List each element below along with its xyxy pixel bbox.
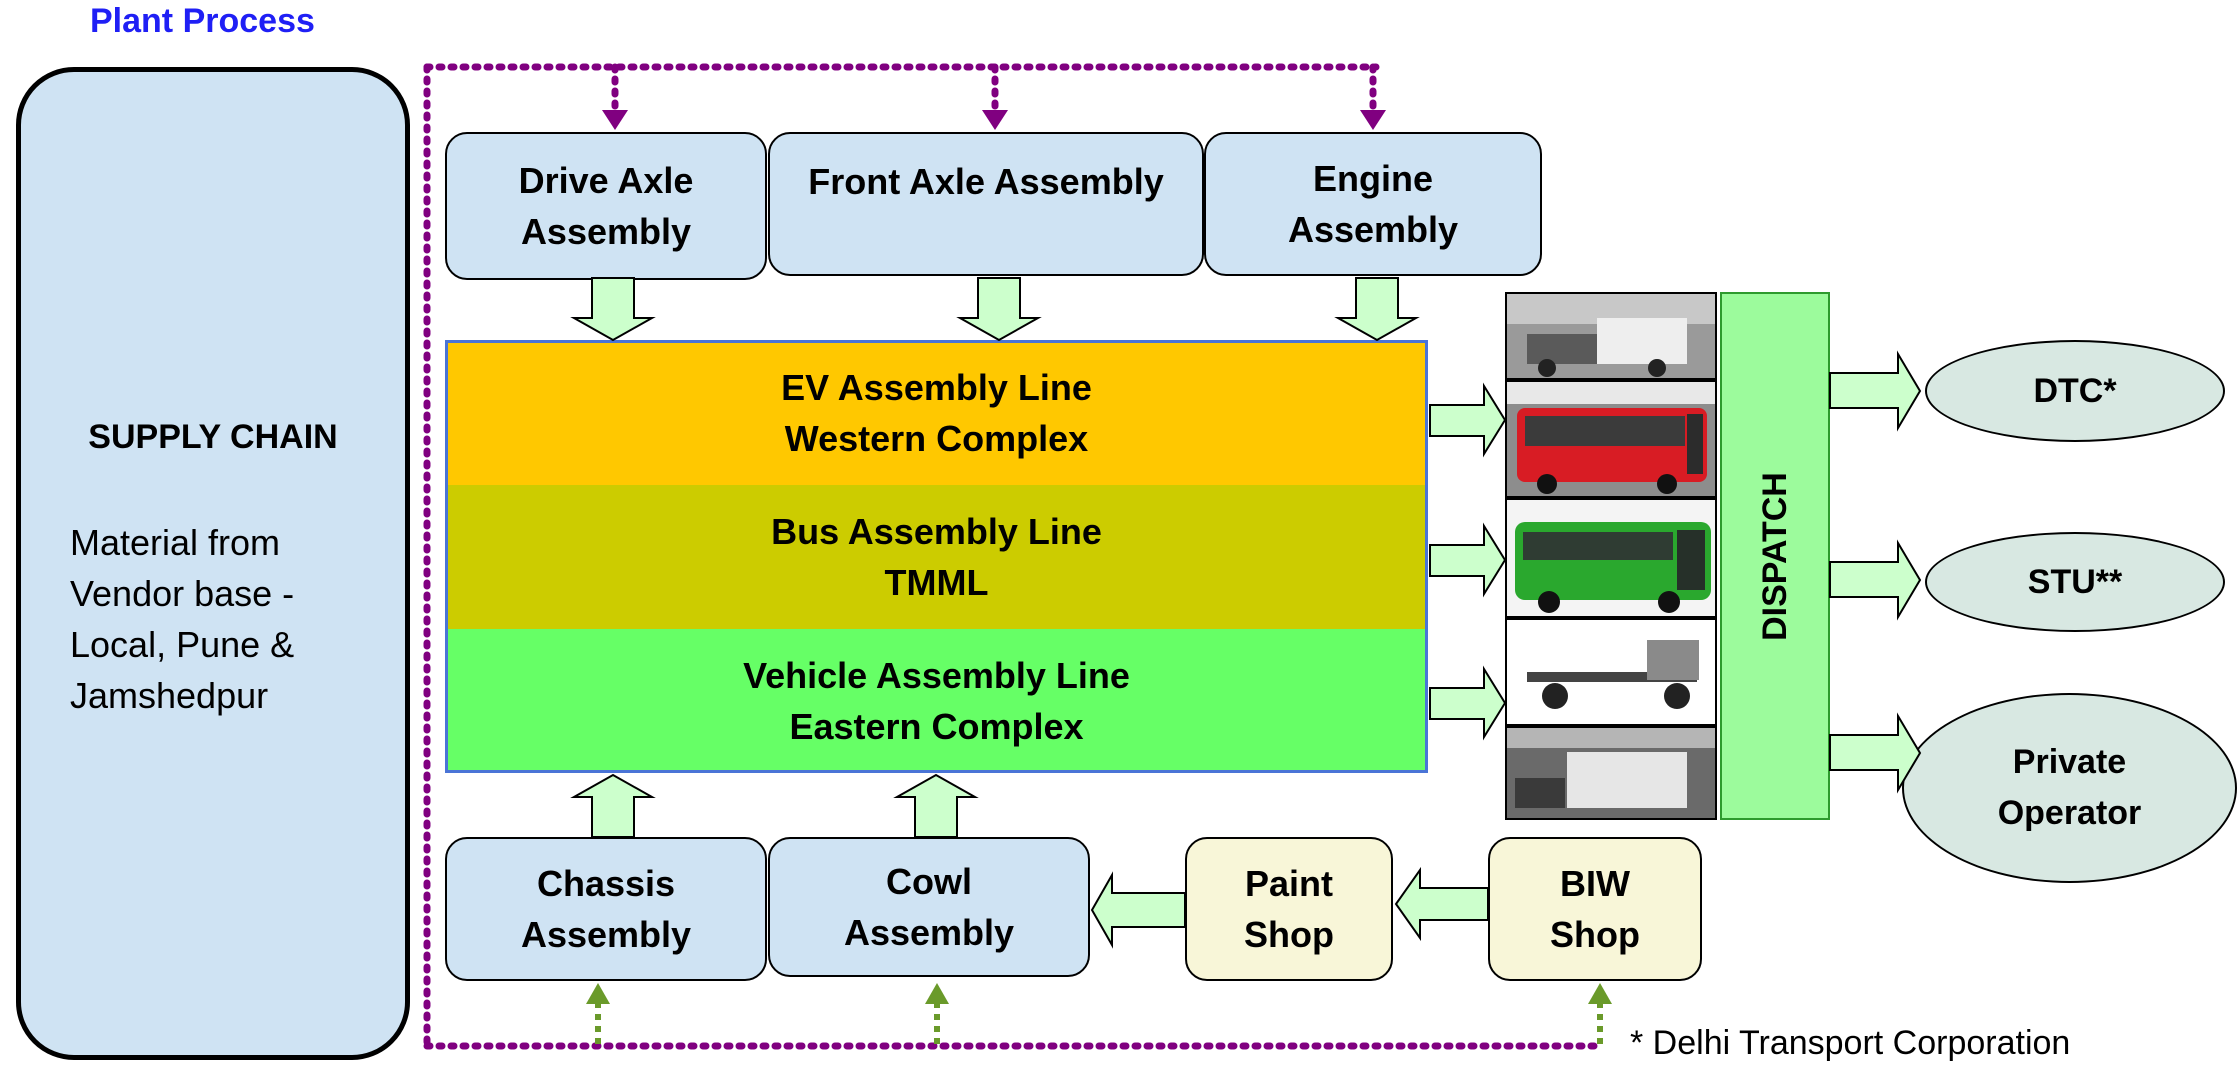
customer-stu: STU** xyxy=(1925,532,2225,632)
green-bus-illustration xyxy=(1507,500,1717,618)
purple-arrow-head xyxy=(982,110,1008,130)
purple-arrow-head xyxy=(602,110,628,130)
up-arrows xyxy=(574,775,975,837)
front-axle-assembly-box: Front Axle Assembly xyxy=(768,132,1204,276)
supply-chain-title: SUPPLY CHAIN xyxy=(16,418,410,457)
box-label-line: Paint xyxy=(1244,858,1334,909)
box-label-line: Assembly xyxy=(844,907,1014,958)
footnote: * Delhi Transport Corporation xyxy=(1630,1024,2070,1063)
down-arrows xyxy=(574,278,1416,340)
ev-assembly-line: EV Assembly Line Western Complex xyxy=(445,340,1428,485)
customer-dtc: DTC* xyxy=(1925,340,2225,442)
supply-chain-line: Local, Pune & xyxy=(70,619,390,670)
customer-label: Private xyxy=(1998,737,2142,788)
truck-factory-photo xyxy=(1505,292,1717,380)
box-label-line: Assembly xyxy=(519,206,694,257)
box-label-line: Cowl xyxy=(844,856,1014,907)
customer-private-operator: Private Operator xyxy=(1902,693,2237,883)
supply-chain-line: Vendor base - xyxy=(70,568,390,619)
chassis-illustration xyxy=(1507,620,1717,726)
red-bus-illustration xyxy=(1507,382,1717,498)
line-to-photo-arrows xyxy=(1430,386,1505,737)
box-label-line: Shop xyxy=(1550,909,1640,960)
paint-shop-box: Paint Shop xyxy=(1185,837,1393,981)
purple-arrow-head xyxy=(1360,110,1386,130)
box-label-line: Shop xyxy=(1244,909,1334,960)
line-label: EV Assembly Line xyxy=(781,362,1092,413)
line-label: Vehicle Assembly Line xyxy=(743,650,1130,701)
page-title: Plant Process xyxy=(90,2,315,41)
dispatch-bar: DISPATCH xyxy=(1720,292,1830,820)
green-bus-photo xyxy=(1505,498,1717,618)
dispatch-to-customer-arrows xyxy=(1830,354,1920,790)
drive-axle-assembly-box: Drive Axle Assembly xyxy=(445,132,767,280)
line-label: TMML xyxy=(885,557,989,608)
truck-factory-illustration xyxy=(1507,294,1717,380)
cowl-assembly-box: Cowl Assembly xyxy=(768,837,1090,977)
supply-chain-description: Material from Vendor base - Local, Pune … xyxy=(70,517,390,721)
box-label-line: Drive Axle xyxy=(519,155,694,206)
customer-label: DTC* xyxy=(2033,366,2116,417)
truck-assembly-photo xyxy=(1505,726,1717,820)
vehicle-assembly-line: Vehicle Assembly Line Eastern Complex xyxy=(445,629,1428,773)
box-label-line: Engine xyxy=(1288,153,1458,204)
box-label-line: Assembly xyxy=(1288,204,1458,255)
box-label-line: BIW xyxy=(1550,858,1640,909)
line-label: Eastern Complex xyxy=(789,701,1083,752)
engine-assembly-box: Engine Assembly xyxy=(1204,132,1542,276)
bus-assembly-line: Bus Assembly Line TMML xyxy=(445,485,1428,629)
box-label-line: Chassis xyxy=(521,858,691,909)
biw-shop-box: BIW Shop xyxy=(1488,837,1702,981)
supply-chain-line: Jamshedpur xyxy=(70,670,390,721)
box-label-line: Assembly xyxy=(521,909,691,960)
material-flow-bottom-arrows xyxy=(586,983,1612,1044)
chassis-assembly-box: Chassis Assembly xyxy=(445,837,767,981)
chassis-photo xyxy=(1505,618,1717,726)
customer-label: Operator xyxy=(1998,788,2142,839)
customer-label: STU** xyxy=(2028,557,2122,608)
truck-assembly-illustration xyxy=(1507,728,1717,820)
line-label: Western Complex xyxy=(785,413,1088,464)
dispatch-label: DISPATCH xyxy=(1756,472,1795,641)
line-label: Bus Assembly Line xyxy=(771,506,1102,557)
supply-chain-line: Material from xyxy=(70,517,390,568)
red-bus-photo xyxy=(1505,380,1717,498)
box-label-line: Front Axle Assembly xyxy=(808,156,1163,207)
